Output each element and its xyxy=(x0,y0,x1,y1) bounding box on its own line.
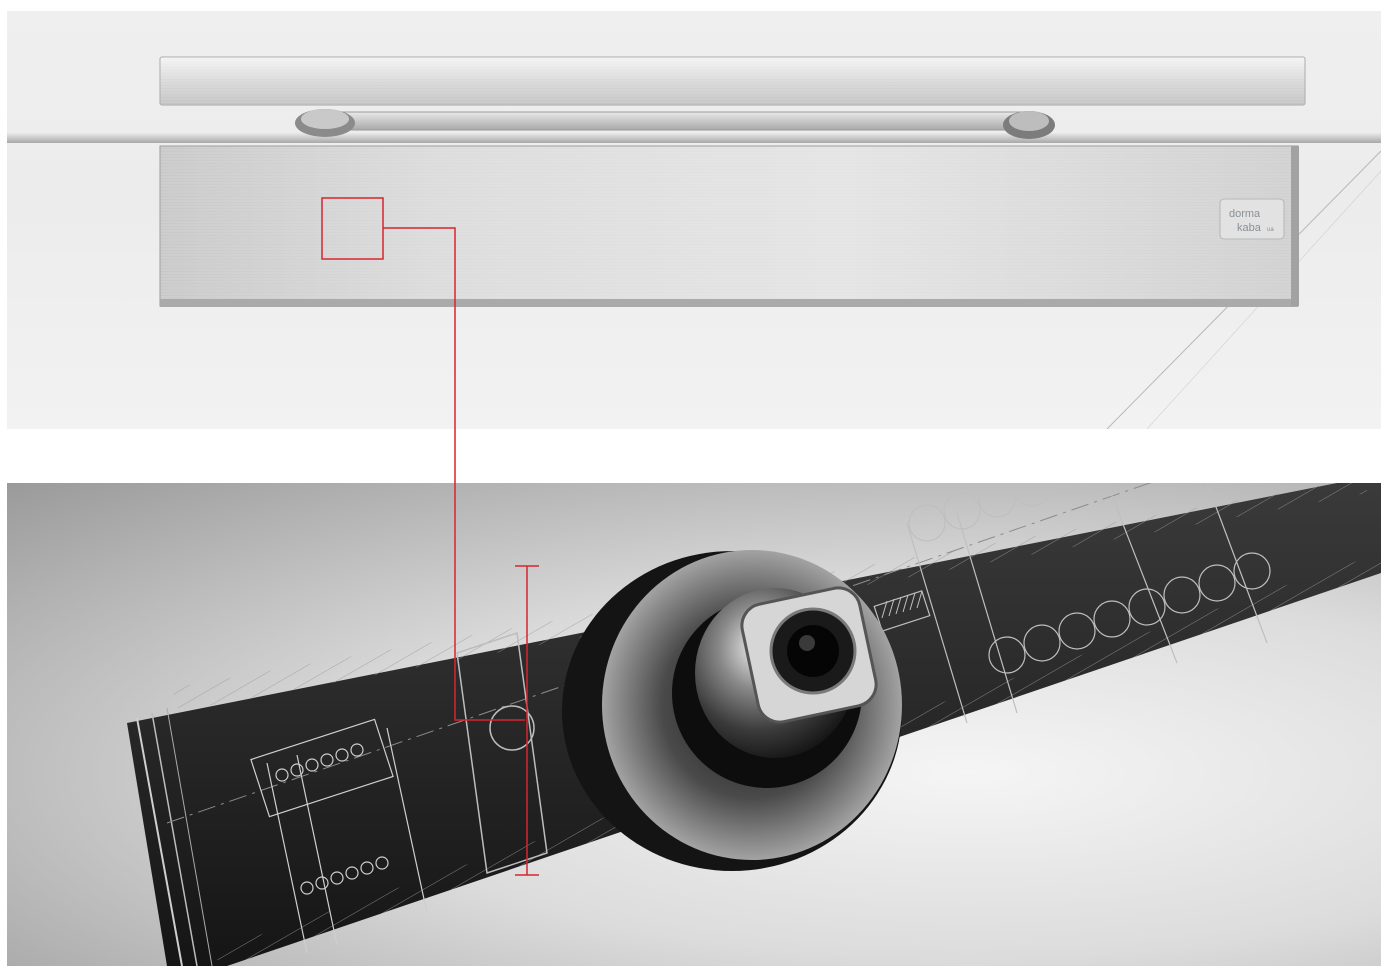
cam-hardware xyxy=(562,550,902,871)
logo-line1: dorma xyxy=(1229,208,1261,220)
slide-rail-texture xyxy=(160,57,1305,105)
left-pivot-cap xyxy=(301,109,349,129)
door-closer-photo: dorma kaba ua xyxy=(7,11,1381,429)
brand-logo: dorma kaba ua xyxy=(1219,198,1285,240)
right-pivot-cap xyxy=(1009,111,1049,131)
closer-body-lower-edge xyxy=(160,299,1298,307)
closer-arm xyxy=(306,111,1038,131)
door-edge xyxy=(7,133,1381,143)
door-closer-illustration: dorma kaba ua xyxy=(7,56,1381,429)
closer-body-texture xyxy=(160,146,1298,306)
logo-line2: kaba xyxy=(1237,222,1262,234)
cutaway-illustration xyxy=(127,483,1381,966)
cutaway-drawing-photo xyxy=(7,483,1381,966)
logo-mark: ua xyxy=(1267,227,1274,233)
spring-assembly xyxy=(250,718,428,954)
closer-body-end-cap xyxy=(1291,146,1299,306)
piston-assembly xyxy=(873,483,1271,724)
